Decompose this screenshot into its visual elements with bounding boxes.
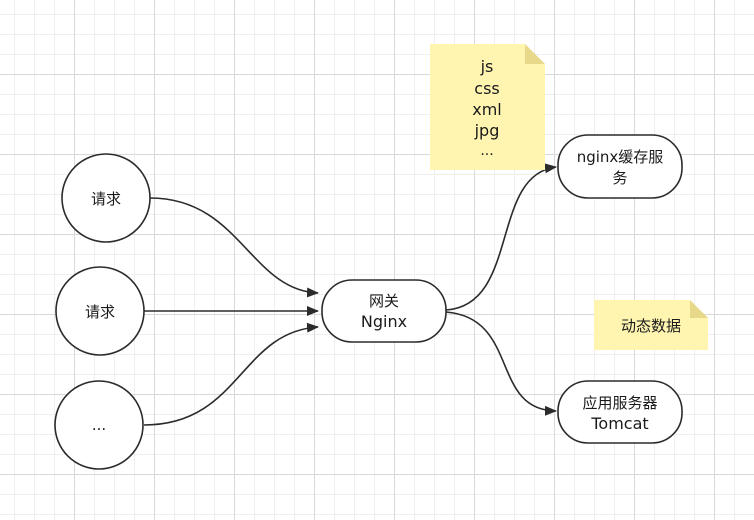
edge-request-3-to-gateway <box>143 322 319 426</box>
static-resources-note-line-5: ... <box>480 143 493 159</box>
nginx-cache-node-label-line1: nginx缓存服 <box>577 148 664 166</box>
static-resources-note-line-2: css <box>474 79 499 98</box>
app-server-node-label-line1: 应用服务器 <box>582 394 657 412</box>
edge-request-1-to-gateway <box>149 197 319 298</box>
app-server-node[interactable]: 应用服务器 Tomcat <box>557 380 683 444</box>
static-resources-note[interactable]: js css xml jpg ... <box>430 44 545 170</box>
static-resources-note-line-4: jpg <box>474 121 500 140</box>
gateway-node-label-line2: Nginx <box>361 312 407 331</box>
request-node-2-label: 请求 <box>85 303 115 321</box>
edge-gateway-to-nginx-cache <box>445 163 557 311</box>
request-node-2[interactable]: 请求 <box>55 266 145 356</box>
dynamic-data-note[interactable]: 动态数据 <box>594 300 708 350</box>
static-resources-note-line-3: xml <box>472 100 502 119</box>
edge-gateway-to-app-server <box>445 311 557 416</box>
request-node-1-label: 请求 <box>91 190 121 208</box>
gateway-node[interactable]: 网关 Nginx <box>321 279 447 343</box>
app-server-node-label-line2: Tomcat <box>590 414 648 433</box>
request-node-1[interactable]: 请求 <box>61 153 151 243</box>
nginx-cache-node[interactable]: nginx缓存服 务 <box>557 134 683 199</box>
request-node-3-label: ... <box>92 416 106 434</box>
dynamic-data-note-label: 动态数据 <box>621 317 681 335</box>
gateway-node-label-line1: 网关 <box>369 292 399 310</box>
edges <box>143 163 557 426</box>
nginx-cache-node-label-line2: 务 <box>612 169 627 187</box>
request-node-3[interactable]: ... <box>54 380 144 470</box>
static-resources-note-line-1: js <box>480 57 494 76</box>
